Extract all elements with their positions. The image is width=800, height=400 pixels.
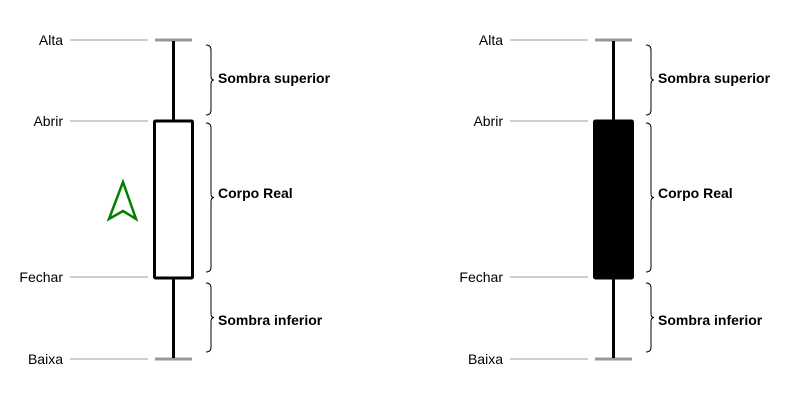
price-label-high: Alta bbox=[479, 32, 503, 48]
brace-body bbox=[645, 122, 655, 273]
brace-lower bbox=[205, 282, 215, 353]
brace-lower bbox=[645, 282, 655, 353]
part-label-body: Corpo Real bbox=[218, 185, 293, 201]
price-label-open: Abrir bbox=[473, 113, 503, 129]
part-label-upper: Sombra superior bbox=[218, 70, 331, 86]
price-label-low: Baixa bbox=[28, 351, 63, 367]
part-label-lower: Sombra inferior bbox=[658, 312, 763, 328]
price-label-close: Fechar bbox=[19, 269, 63, 285]
part-label-body: Corpo Real bbox=[658, 185, 733, 201]
real-body bbox=[593, 119, 634, 280]
price-label-open: Abrir bbox=[33, 113, 63, 129]
part-label-lower: Sombra inferior bbox=[218, 312, 323, 328]
price-label-low: Baixa bbox=[468, 351, 503, 367]
price-label-high: Alta bbox=[39, 32, 63, 48]
real-body bbox=[153, 119, 194, 280]
brace-upper bbox=[645, 44, 655, 116]
price-label-close: Fechar bbox=[459, 269, 503, 285]
part-label-upper: Sombra superior bbox=[658, 70, 771, 86]
brace-upper bbox=[205, 44, 215, 116]
arrow-up-outline-icon bbox=[106, 178, 139, 222]
brace-body bbox=[205, 122, 215, 273]
